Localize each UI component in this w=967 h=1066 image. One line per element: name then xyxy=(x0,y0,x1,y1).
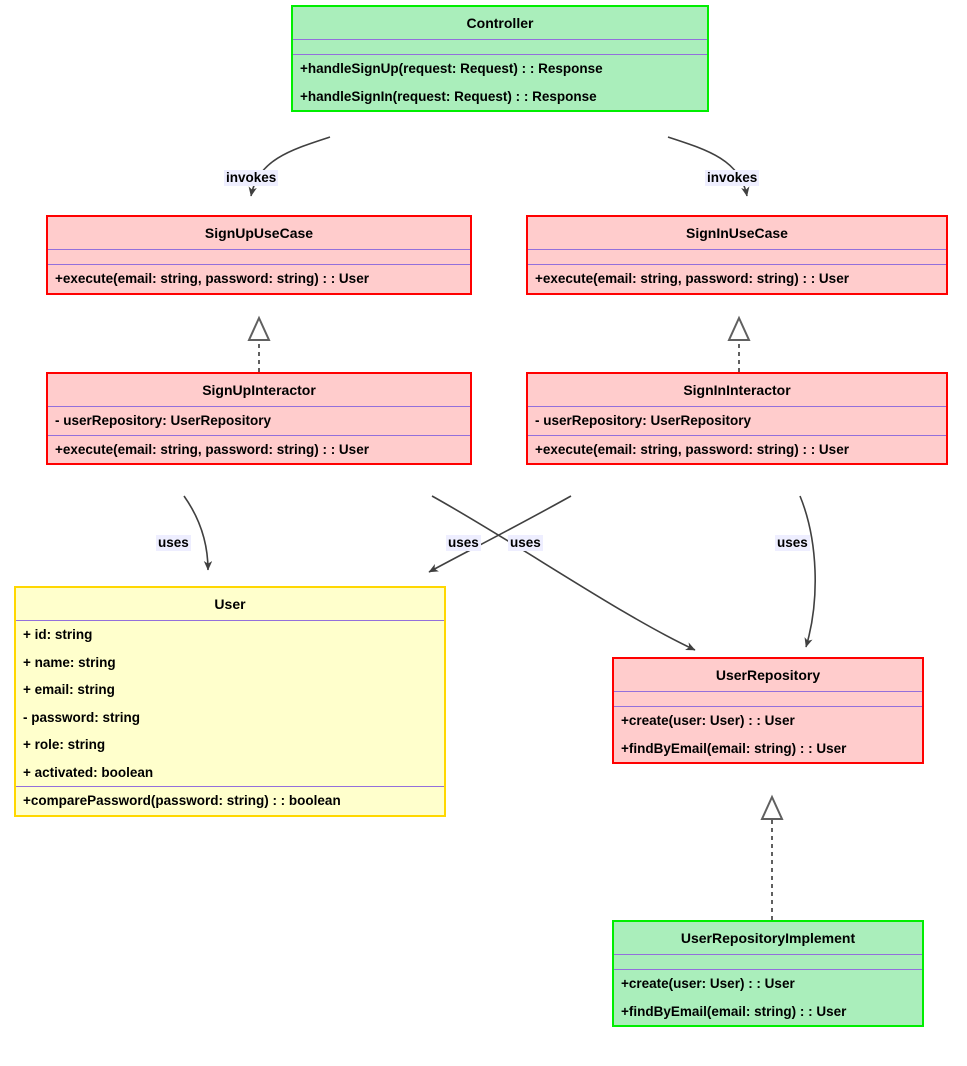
attributes-compartment-controller xyxy=(293,40,707,54)
method-row: +comparePassword(password: string) : : b… xyxy=(23,793,341,808)
class-separator xyxy=(293,39,707,40)
method-row: +execute(email: string, password: string… xyxy=(55,271,369,286)
class-separator xyxy=(528,264,946,265)
class-name-signininteractor: SignInInteractor xyxy=(683,382,791,398)
methods-compartment-signininteractor: +execute(email: string, password: string… xyxy=(528,436,946,464)
attribute-row: + name: string xyxy=(23,654,116,670)
class-separator xyxy=(16,620,444,621)
methods-compartment-userrepository: +create(user: User) : : User +findByEmai… xyxy=(614,707,922,762)
class-separator xyxy=(614,969,922,970)
method-row: +execute(email: string, password: string… xyxy=(55,441,369,457)
class-box-signupinteractor[interactable]: SignUpInteractor - userRepository: UserR… xyxy=(46,372,472,465)
class-box-userrepositoryimplement[interactable]: UserRepositoryImplement +create(user: Us… xyxy=(612,920,924,1027)
attributes-compartment-signupusecase xyxy=(48,250,470,264)
edge-label-invokes-signup: invokes xyxy=(224,170,279,186)
method-row: +findByEmail(email: string) : : User xyxy=(621,740,847,756)
attributes-compartment-signininteractor: - userRepository: UserRepository xyxy=(528,407,946,435)
class-separator xyxy=(48,406,470,407)
attributes-compartment-userrepository xyxy=(614,692,922,706)
attribute-row: - password: string xyxy=(23,709,141,725)
class-name-controller: Controller xyxy=(466,15,534,31)
methods-compartment-signinusecase: +execute(email: string, password: string… xyxy=(528,265,946,293)
class-separator xyxy=(528,434,946,436)
class-separator xyxy=(614,691,922,692)
edge-signupinteractor-to-user xyxy=(183,495,213,571)
class-separator xyxy=(293,54,707,55)
method-row: +execute(email: string, password: string… xyxy=(535,441,849,457)
class-separator xyxy=(48,249,470,250)
method-row: +create(user: User) : : User xyxy=(621,976,795,991)
attribute-row: - userRepository: UserRepository xyxy=(535,413,752,428)
edge-signininteractor-to-user xyxy=(428,495,572,573)
class-box-userrepository[interactable]: UserRepository +create(user: User) : : U… xyxy=(612,657,924,764)
class-box-user[interactable]: User + id: string + name: string + email… xyxy=(14,586,446,817)
method-row: +execute(email: string, password: string… xyxy=(535,271,849,286)
class-name-signupusecase: SignUpUseCase xyxy=(204,225,314,241)
class-name-signinusecase: SignInUseCase xyxy=(686,225,788,241)
edge-signininteractor-to-userrepository xyxy=(799,495,816,648)
attributes-compartment-signupinteractor: - userRepository: UserRepository xyxy=(48,407,470,435)
methods-compartment-signupinteractor: +execute(email: string, password: string… xyxy=(48,436,470,464)
edge-label-uses-signup-user: uses xyxy=(156,535,191,551)
attributes-compartment-userrepositoryimplement xyxy=(614,955,922,969)
class-separator xyxy=(614,706,922,707)
edge-label-uses-signup-repository: uses xyxy=(446,535,481,551)
class-name-userrepository: UserRepository xyxy=(715,667,821,683)
attributes-compartment-user: + id: string + name: string + email: str… xyxy=(16,621,444,786)
edge-label-invokes-signin: invokes xyxy=(705,170,760,186)
attribute-row: + email: string xyxy=(23,682,115,697)
method-row: +handleSignIn(request: Request) : : Resp… xyxy=(300,88,597,104)
realization-triangle-signinusecase xyxy=(727,315,751,341)
attribute-row: + activated: boolean xyxy=(23,764,154,780)
edge-signupinteractor-to-userrepository xyxy=(431,495,696,651)
method-row: +handleSignUp(request: Request) : : Resp… xyxy=(300,61,603,76)
attribute-row: + role: string xyxy=(23,737,106,752)
class-box-signupusecase[interactable]: SignUpUseCase +execute(email: string, pa… xyxy=(46,215,472,295)
attribute-row: - userRepository: UserRepository xyxy=(55,413,272,428)
class-name-userrepositoryimplement: UserRepositoryImplement xyxy=(680,930,856,946)
method-row: +create(user: User) : : User xyxy=(621,713,795,728)
class-box-controller[interactable]: Controller +handleSignUp(request: Reques… xyxy=(291,5,709,112)
class-separator xyxy=(614,954,922,955)
class-separator xyxy=(528,406,946,407)
methods-compartment-signupusecase: +execute(email: string, password: string… xyxy=(48,265,470,293)
realization-triangle-signupusecase xyxy=(247,315,271,341)
method-row: +findByEmail(email: string) : : User xyxy=(621,1003,847,1019)
class-name-user: User xyxy=(214,596,246,612)
class-box-signininteractor[interactable]: SignInInteractor - userRepository: UserR… xyxy=(526,372,948,465)
class-separator xyxy=(48,264,470,265)
attribute-row: + id: string xyxy=(23,627,93,642)
methods-compartment-controller: +handleSignUp(request: Request) : : Resp… xyxy=(293,55,707,110)
class-name-signupinteractor: SignUpInteractor xyxy=(202,382,316,398)
edge-controller-to-signupusecase xyxy=(248,136,331,197)
class-separator xyxy=(528,249,946,250)
edge-label-uses-signin-user: uses xyxy=(508,535,543,551)
methods-compartment-userrepositoryimplement: +create(user: User) : : User +findByEmai… xyxy=(614,970,922,1025)
attributes-compartment-signinusecase xyxy=(528,250,946,264)
realization-triangle-userrepository xyxy=(760,794,784,820)
edge-controller-to-signinusecase xyxy=(667,136,750,197)
class-separator xyxy=(16,786,444,787)
methods-compartment-user: +comparePassword(password: string) : : b… xyxy=(16,787,444,815)
class-separator xyxy=(48,434,470,436)
class-box-signinusecase[interactable]: SignInUseCase +execute(email: string, pa… xyxy=(526,215,948,295)
edge-label-uses-signin-repository: uses xyxy=(775,535,810,551)
